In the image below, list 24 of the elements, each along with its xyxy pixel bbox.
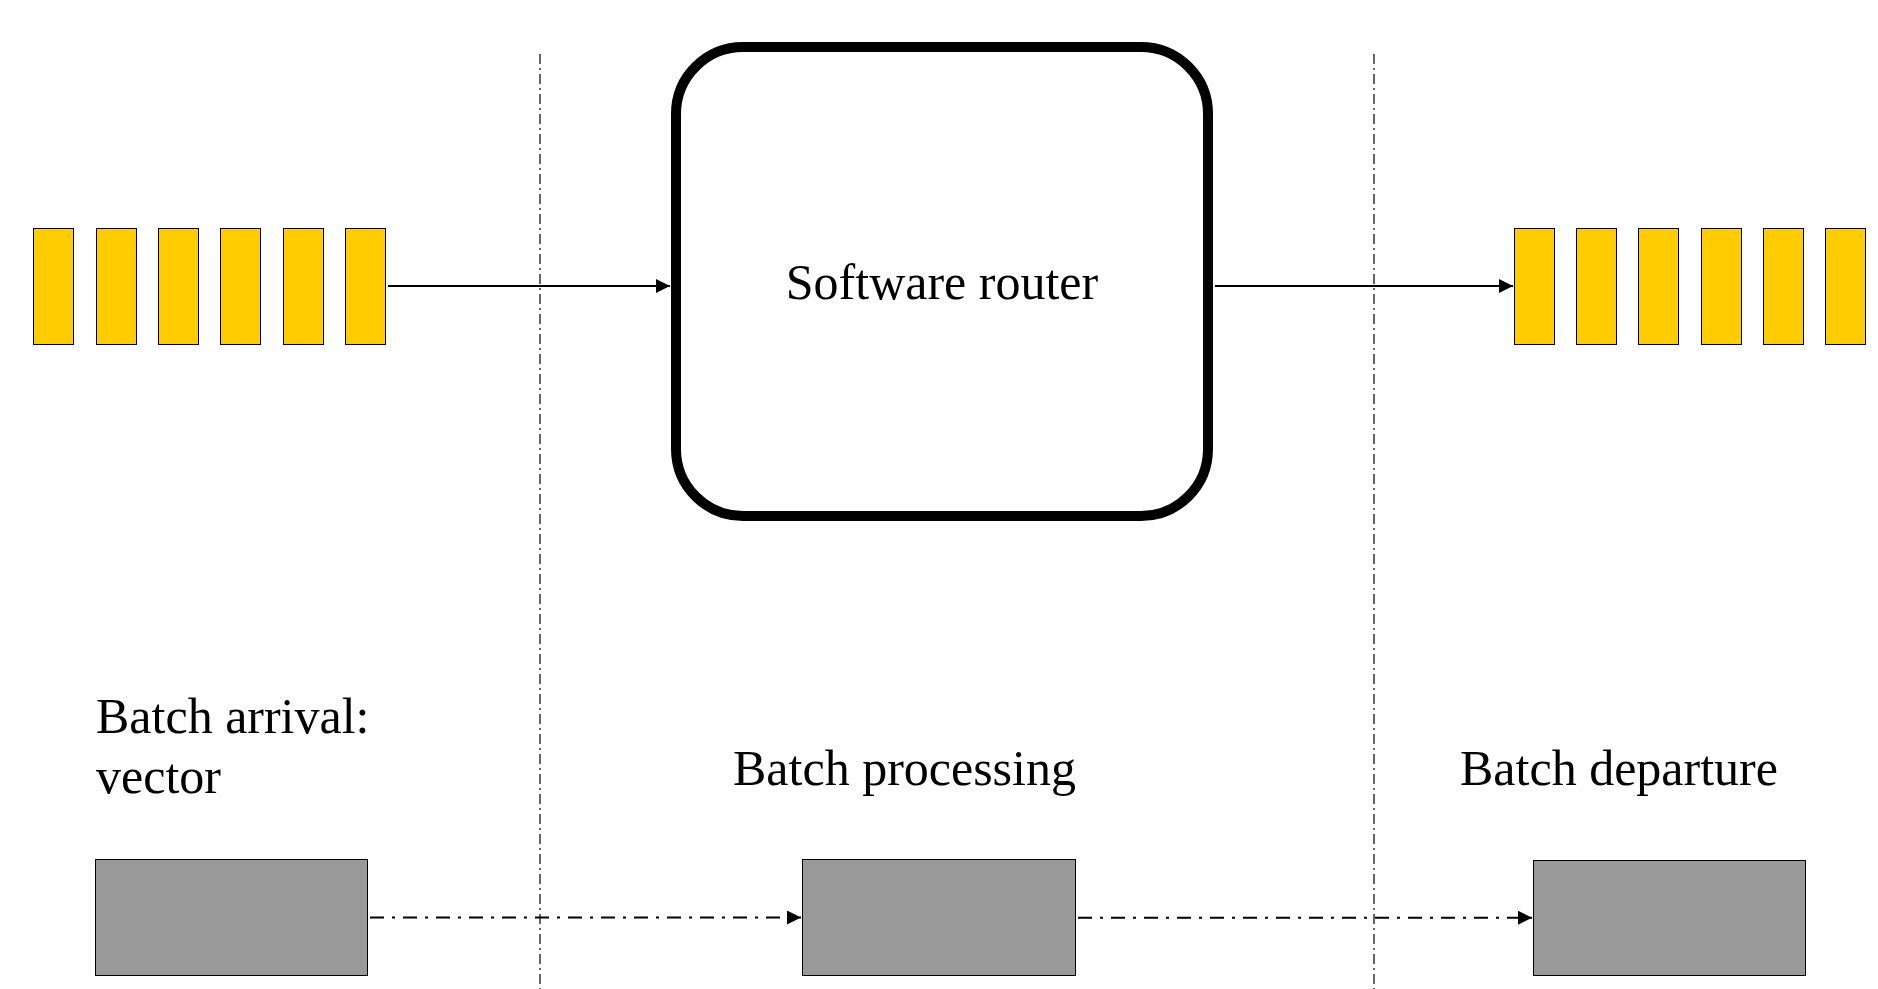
packet-bar (1576, 228, 1617, 345)
packet-bar (1701, 228, 1742, 345)
stage-label: Batch departure (1460, 739, 1779, 798)
stage-label: Batch processing (733, 739, 1077, 798)
arrow (1215, 279, 1513, 293)
packet-bar (158, 228, 199, 345)
arrow (370, 910, 801, 925)
packet-bar (1763, 228, 1804, 345)
packet-bar (1825, 228, 1866, 345)
packet-bar (96, 228, 137, 345)
packet-bar (283, 228, 324, 345)
packet-bar (220, 228, 261, 345)
packet-bar (33, 228, 74, 345)
batch-block (1533, 860, 1806, 976)
batch-block (95, 859, 368, 976)
stage-label: Batch arrival: vector (96, 687, 371, 806)
packet-bar (1514, 228, 1555, 345)
router-box (671, 42, 1213, 521)
batch-block (802, 859, 1076, 976)
arrow (388, 279, 670, 293)
packet-bar (1638, 228, 1679, 345)
packet-bar (345, 228, 386, 345)
arrow (1078, 910, 1532, 925)
router-label: Software router (785, 252, 1099, 311)
